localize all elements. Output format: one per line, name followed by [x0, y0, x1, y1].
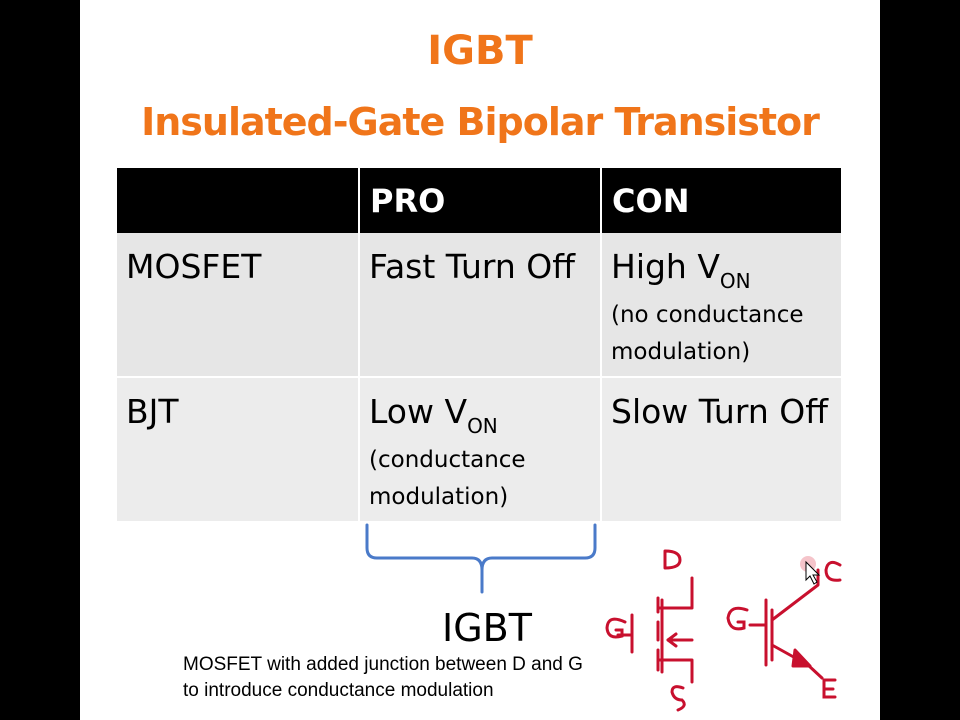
e-letter-icon — [822, 678, 837, 699]
bjt-pro-note-line1: (conductance — [369, 447, 526, 473]
bjt-symbol-sketch — [748, 568, 824, 680]
igbt-description-line2: to introduce conductance modulation — [183, 680, 494, 701]
bjt-terminal-labels — [726, 560, 842, 699]
mosfet-con-note-line2: modulation) — [611, 339, 751, 365]
c-letter-icon — [824, 560, 842, 582]
s-letter-icon — [670, 685, 686, 712]
row-label-mosfet: MOSFET — [117, 233, 359, 378]
bjt-pro-main: Low V — [369, 392, 468, 431]
igbt-description: MOSFET with added junction between D and… — [183, 652, 583, 704]
mosfet-terminal-labels — [605, 549, 686, 712]
igbt-label: IGBT — [442, 606, 532, 650]
d-letter-icon — [663, 549, 682, 570]
table-header-row: PRO CON — [117, 168, 841, 233]
table-row-mosfet: MOSFET Fast Turn Off High VON (no conduc… — [117, 233, 841, 378]
slide: IGBT Insulated-Gate Bipolar Transistor P… — [80, 0, 880, 720]
table-header-empty — [117, 168, 359, 233]
mouse-cursor-icon — [800, 556, 821, 585]
igbt-description-line1: MOSFET with added junction between D and… — [183, 654, 583, 675]
mosfet-con-cell: High VON (no conductance modulation) — [600, 233, 841, 378]
bjt-pro-note-line2: modulation) — [369, 484, 509, 510]
g-letter-icon — [605, 617, 627, 639]
bjt-con-cell: Slow Turn Off — [600, 377, 841, 521]
slide-subtitle: Insulated-Gate Bipolar Transistor — [141, 100, 820, 144]
brace-icon — [365, 523, 597, 594]
mosfet-pro-cell: Fast Turn Off — [358, 233, 601, 378]
mosfet-con-note-line1: (no conductance — [611, 302, 804, 328]
bjt-pro-note: (conductance modulation) — [369, 442, 600, 516]
mosfet-symbol-sketch — [616, 576, 694, 684]
g-letter-icon-bjt — [726, 606, 749, 631]
slide-title: IGBT — [427, 28, 533, 74]
table-row-bjt: BJT Low VON (conductance modulation) Slow… — [117, 377, 841, 521]
annotation-overlay — [365, 523, 842, 712]
row-label-bjt: BJT — [117, 377, 359, 521]
mosfet-con-subscript: ON — [719, 269, 751, 293]
mosfet-con-main: High V — [611, 247, 720, 286]
table-header-con: CON — [600, 168, 841, 233]
mosfet-con-note: (no conductance modulation) — [611, 297, 841, 371]
bjt-pro-subscript: ON — [467, 414, 498, 438]
table-header-pro: PRO — [358, 168, 601, 233]
comparison-table: PRO CON MOSFET Fast Turn Off High VON (n… — [117, 168, 841, 521]
bjt-pro-cell: Low VON (conductance modulation) — [358, 377, 601, 521]
